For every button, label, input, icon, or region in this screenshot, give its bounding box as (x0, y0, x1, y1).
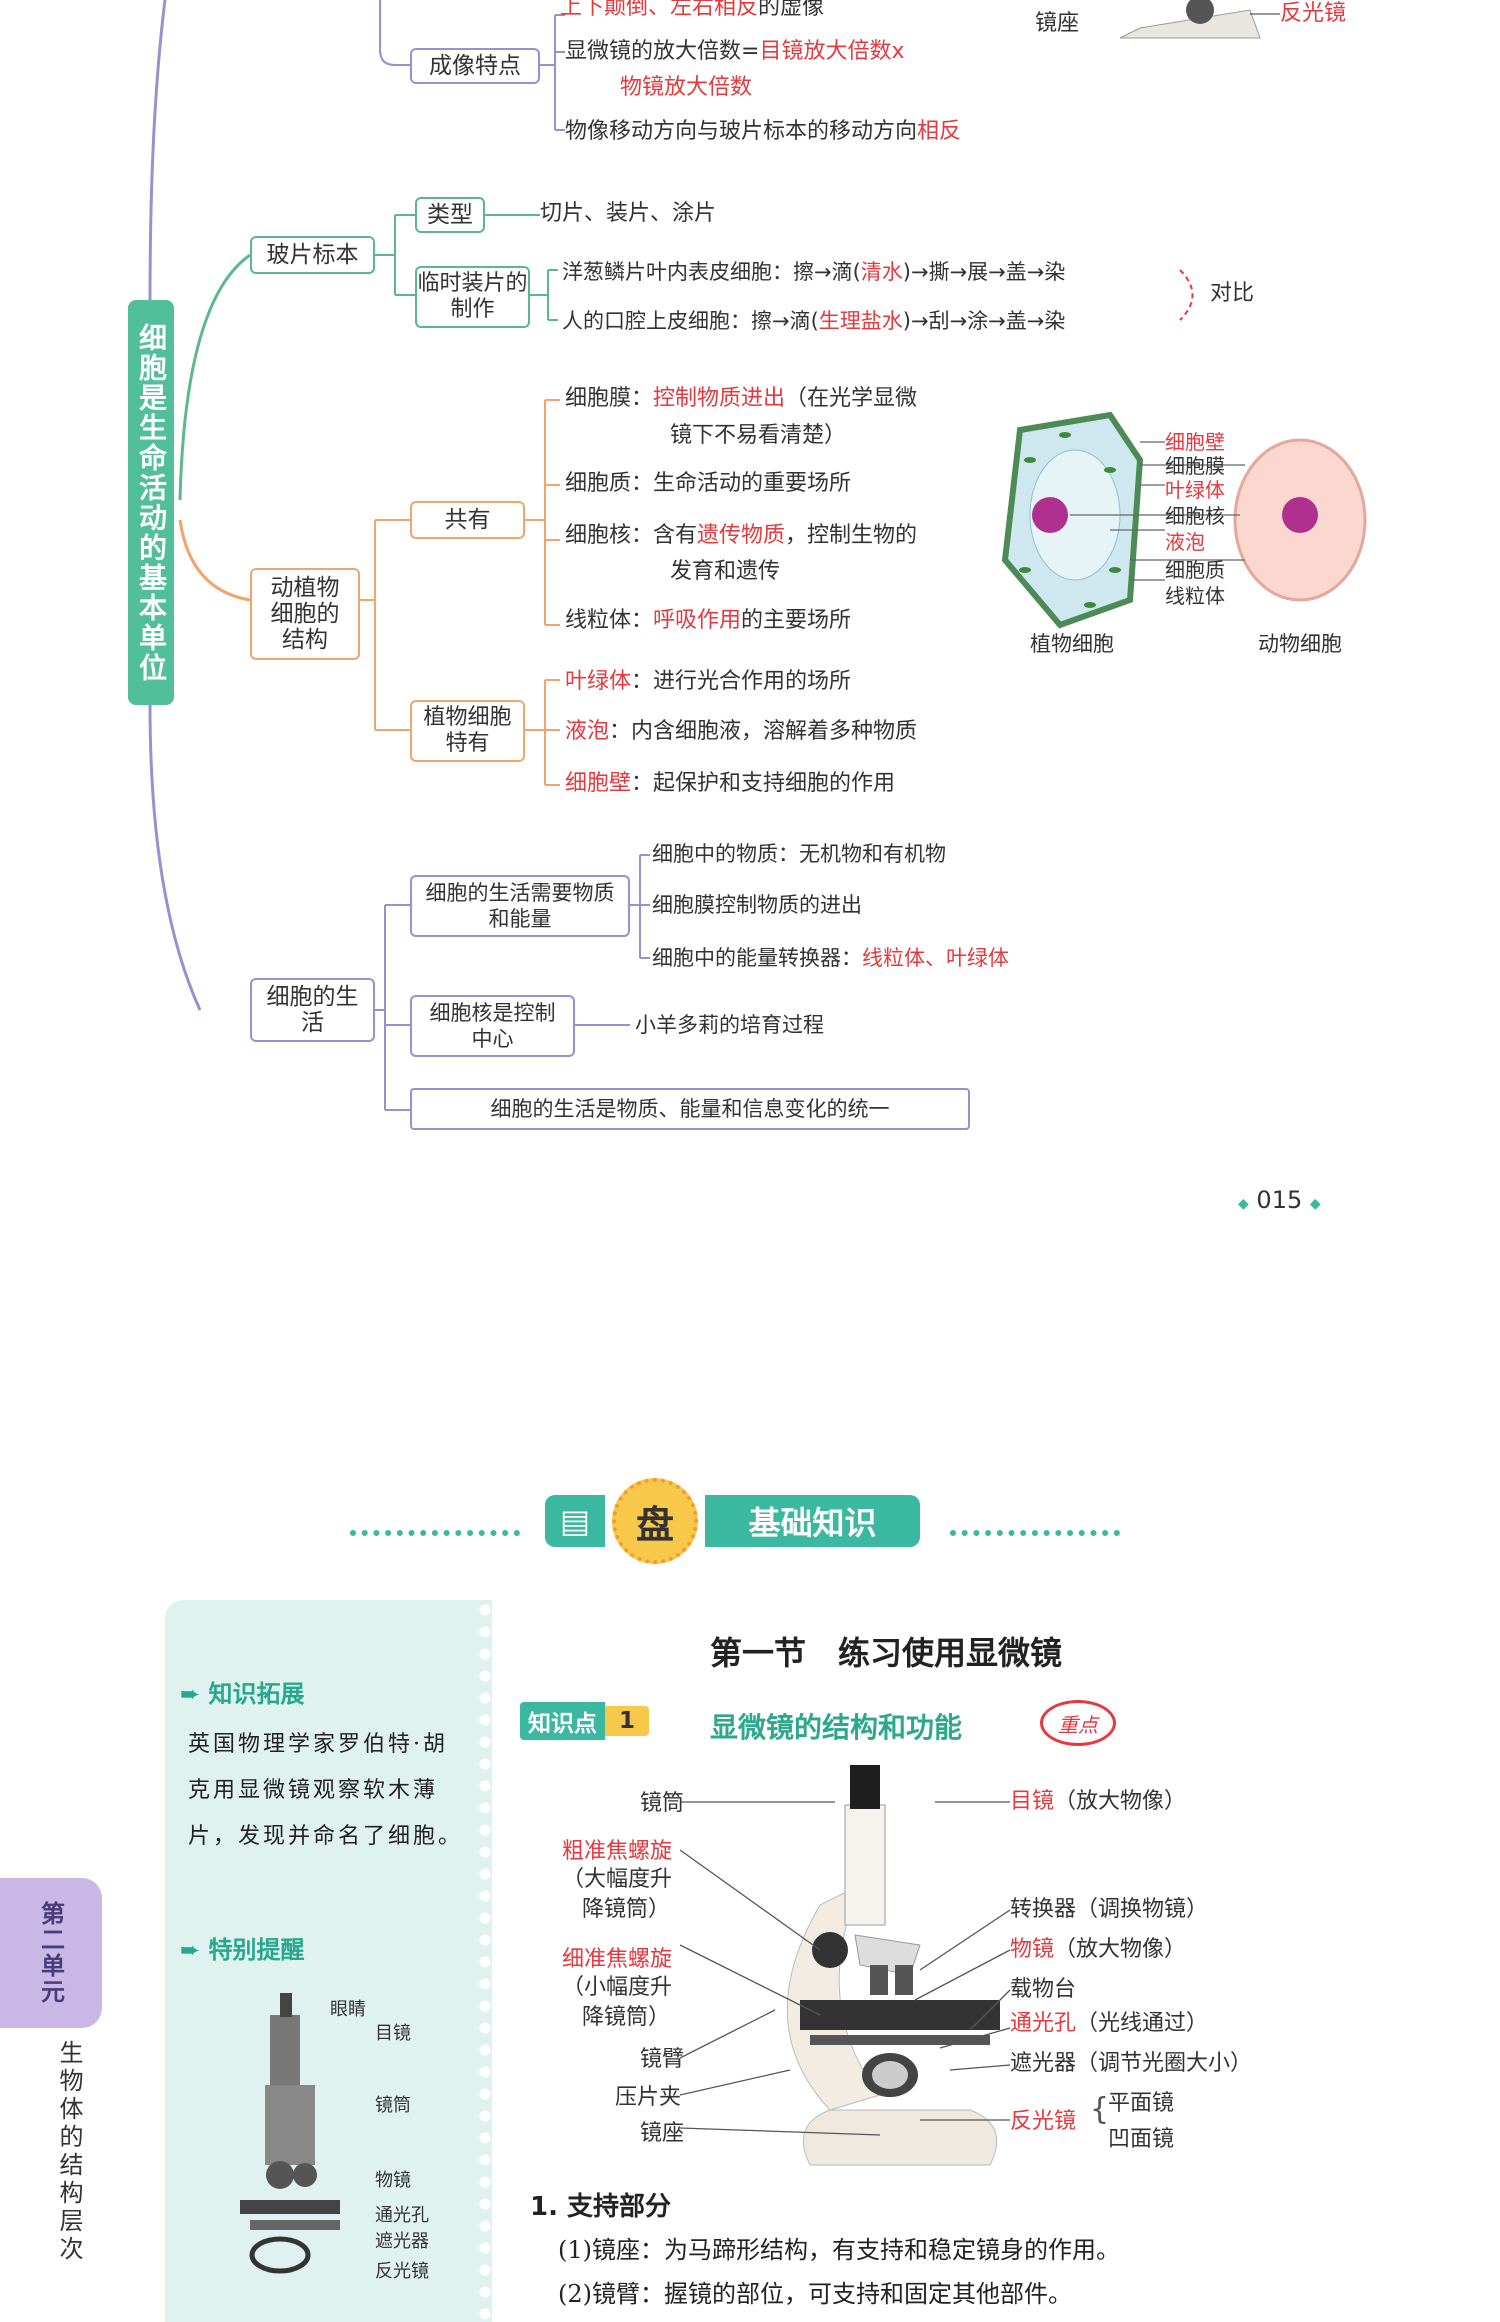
cheek-procedure: 人的口腔上皮细胞：擦→滴(生理盐水)→刮→涂→盖→染 (562, 309, 1066, 333)
page-number: ◆ 015 ◆ (1238, 1186, 1321, 1214)
label-mirror-concave: 凹面镜 (1108, 2127, 1175, 2152)
label-coarse-focus: 粗准焦螺旋 (562, 1839, 673, 1864)
banner-dots-left (350, 1530, 520, 1536)
label-coarse-desc-1: （大幅度升 (562, 1867, 673, 1892)
fig-mirror-label: 反光镜 (1280, 1, 1347, 26)
mitochondria-line: 线粒体：呼吸作用的主要场所 (565, 608, 852, 633)
mindmap-connectors (148, 0, 1194, 1111)
label-mirror: 反光镜 (1010, 2109, 1077, 2134)
dolly-line: 小羊多莉的培育过程 (635, 1013, 824, 1037)
fig-vacuole: 液泡 (1165, 530, 1205, 554)
mini-label-mirror: 反光镜 (375, 2261, 429, 2282)
magnification-line: 显微镜的放大倍数=目镜放大倍数x (565, 39, 905, 64)
fig-cytoplasm: 细胞质 (1165, 558, 1225, 582)
cell-wall-line: 细胞壁：起保护和支持细胞的作用 (565, 771, 896, 796)
nucleus-line-2: 发育和遗传 (670, 559, 781, 584)
fig-cell-membrane: 细胞膜 (1165, 454, 1225, 478)
fig-animal-cell-caption: 动物细胞 (1258, 632, 1342, 656)
section-title: 第一节 练习使用显微镜 (710, 1634, 1063, 1672)
reminder-title: ➨ 特别提醒 (180, 1936, 305, 1964)
mindmap-title: 细胞是生命活动的基本单位 (128, 300, 174, 705)
support-title: 1. 支持部分 (530, 2192, 672, 2222)
label-objective: 物镜（放大物像） (1010, 1937, 1187, 1962)
extension-title: ➨ 知识拓展 (180, 1680, 305, 1708)
label-stage: 载物台 (1010, 1977, 1077, 2002)
membrane-line-2: 镜下不易看清楚） (670, 423, 847, 448)
extension-text: 英国物理学家罗伯特·胡克用显微镜观察软木薄片，发现并命名了细胞。 (188, 1732, 464, 1849)
imaging-label: 成像特点 (410, 48, 540, 84)
fig-plant-cell-caption: 植物细胞 (1030, 632, 1114, 656)
life-need-label: 细胞的生活需要物质和能量 (410, 875, 630, 937)
nucleus-line: 细胞核：含有遗传物质，控制生物的 (565, 523, 918, 548)
temp-slide-label: 临时装片的制作 (415, 266, 530, 328)
movement-line: 物像移动方向与玻片标本的移动方向相反 (565, 119, 962, 144)
banner-char-badge: 盘 (612, 1478, 698, 1564)
mini-label-tube: 镜筒 (375, 2095, 411, 2116)
mini-microscope-base-image (1119, 0, 1280, 39)
label-arm: 镜臂 (640, 2047, 685, 2072)
structure-label: 动植物细胞的结构 (250, 568, 360, 660)
microscope-diagram (786, 1765, 1000, 2166)
label-clip: 压片夹 (615, 2085, 682, 2110)
unit-subtitle: 生物体的结构层次 (55, 2040, 83, 2264)
label-mirror-flat: 平面镜 (1108, 2091, 1175, 2116)
label-coarse-desc-2: 降镜筒） (582, 1897, 671, 1922)
compare-label: 对比 (1210, 281, 1255, 306)
cytoplasm-line: 细胞质：生命活动的重要场所 (565, 471, 852, 496)
mini-label-eye: 眼睛 (330, 1999, 366, 2020)
mini-microscope-image (240, 1993, 340, 2274)
label-diaphragm: 遮光器（调节光圈大小） (1010, 2051, 1253, 2076)
banner-book-icon: ▤ (545, 1495, 605, 1547)
fig-cell-wall: 细胞壁 (1165, 430, 1225, 454)
support-item-2: (2)镜臂：握镜的部位，可支持和固定其他部件。 (558, 2280, 1072, 2308)
label-fine-desc-2: 降镜筒） (582, 2005, 671, 2030)
slide-type-label: 类型 (415, 197, 485, 233)
life-sub-2: 细胞膜控制物质的进出 (652, 893, 862, 917)
slide-type-value: 切片、装片、涂片 (540, 201, 717, 226)
fig-nucleus: 细胞核 (1165, 504, 1225, 528)
life-sub-1: 细胞中的物质：无机物和有机物 (652, 842, 946, 866)
cell-diagram (1001, 411, 1367, 629)
banner-dots-right (950, 1530, 1120, 1536)
banner-title: 基础知识 (705, 1495, 920, 1547)
knowledge-point-title: 显微镜的结构和功能 (710, 1711, 963, 1744)
life-label: 细胞的生活 (250, 978, 375, 1042)
fig-chloroplast: 叶绿体 (1165, 478, 1225, 502)
magnification-line-2: 物镜放大倍数 (620, 75, 753, 100)
fig-mitochondria: 线粒体 (1165, 584, 1225, 608)
slides-label: 玻片标本 (250, 236, 375, 274)
life-sub-3: 细胞中的能量转换器：线粒体、叶绿体 (652, 946, 1009, 970)
sidebar-perforation (478, 1600, 492, 2322)
key-point-badge: 重点 (1040, 1700, 1116, 1746)
mini-label-eyepiece: 目镜 (375, 2023, 411, 2044)
label-tube: 镜筒 (640, 1791, 685, 1816)
membrane-line: 细胞膜：控制物质进出（在光学显微 (565, 386, 918, 411)
mirror-brace: { (1090, 2092, 1110, 2127)
mini-label-objective: 物镜 (375, 2170, 411, 2191)
chloroplast-line: 叶绿体：进行光合作用的场所 (565, 669, 852, 694)
life-unity-label: 细胞的生活是物质、能量和信息变化的统一 (410, 1088, 970, 1130)
label-base: 镜座 (640, 2121, 685, 2146)
label-nosepiece: 转换器（调换物镜） (1010, 1897, 1209, 1922)
label-fine-focus: 细准焦螺旋 (562, 1947, 673, 1972)
onion-procedure: 洋葱鳞片叶内表皮细胞：擦→滴(清水)→撕→展→盖→染 (562, 260, 1066, 284)
microscope-leader-lines (680, 1801, 1011, 2136)
unit-tab[interactable]: 第二单元 (0, 1878, 102, 2028)
support-item-1: (1)镜座：为马蹄形结构，有支持和稳定镜身的作用。 (558, 2236, 1120, 2264)
fig-base-label: 镜座 (1035, 11, 1080, 36)
label-eyepiece: 目镜（放大物像） (1010, 1789, 1187, 1814)
label-aperture: 通光孔（光线通过） (1010, 2011, 1209, 2036)
mini-label-diaphragm: 遮光器 (375, 2231, 429, 2252)
label-fine-desc-1: （小幅度升 (562, 1975, 673, 2000)
common-label: 共有 (410, 501, 525, 539)
vacuole-line: 液泡：内含细胞液，溶解着多种物质 (565, 719, 918, 744)
nucleus-control-label: 细胞核是控制中心 (410, 995, 575, 1057)
plant-only-label: 植物细胞特有 (410, 700, 525, 762)
imaging-top-line: 上下颠倒、左右相反的虚像 (560, 0, 825, 20)
mini-label-aperture: 通光孔 (375, 2205, 429, 2226)
